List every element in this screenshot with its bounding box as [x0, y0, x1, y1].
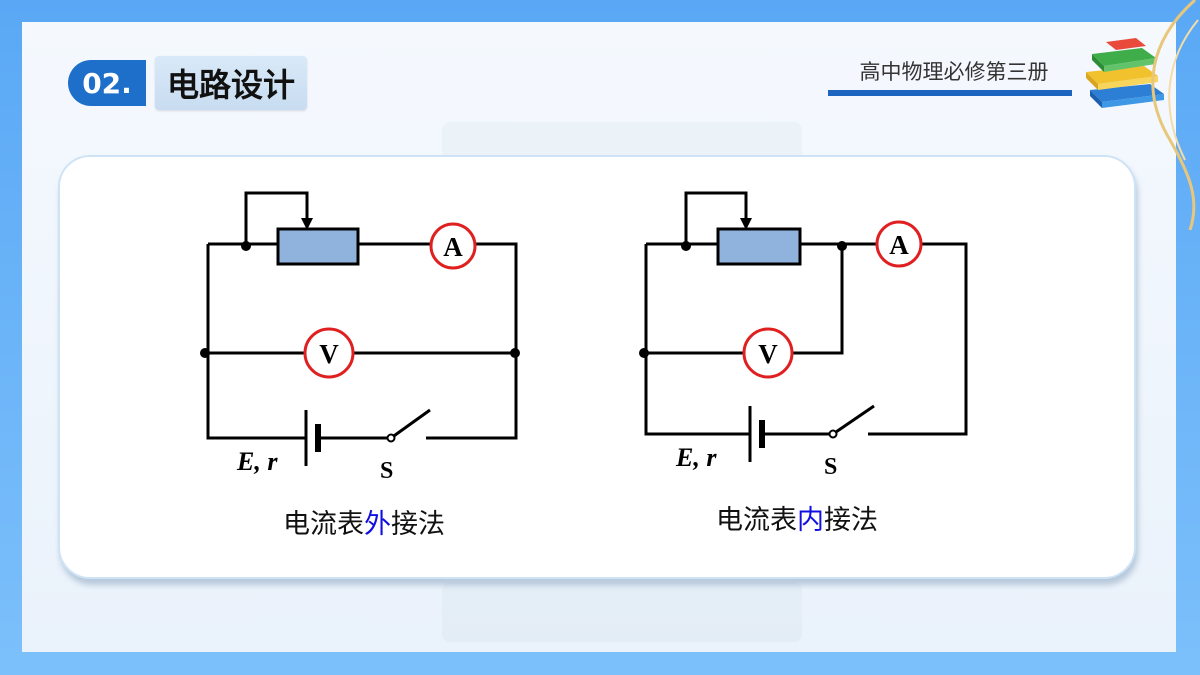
rheostat-slider-arrow-1 [301, 218, 313, 230]
node-dot [639, 348, 649, 358]
caption-external: 电流表外接法 [283, 502, 445, 541]
ammeter-1 [429, 222, 477, 270]
caption-text: 电流表 [283, 509, 364, 540]
source-label: E, r [675, 443, 717, 472]
internal-connection-circuit [644, 191, 968, 436]
node-dot [510, 348, 520, 358]
voltmeter-label: V [758, 339, 778, 369]
books-icon [1086, 38, 1164, 108]
caption-highlight: 内 [797, 505, 824, 536]
voltmeter-label: V [319, 339, 339, 369]
ammeter-label: A [889, 230, 909, 260]
rheostat-2 [716, 227, 802, 266]
node-dot [681, 241, 691, 251]
section-title: 电路设计 [155, 56, 307, 110]
external-connection-circuit [206, 191, 518, 440]
decorative-swirl [1151, 0, 1199, 230]
switch-pivot [828, 429, 838, 439]
voltmeter-2 [742, 327, 794, 379]
node-dot [837, 241, 847, 251]
switch-label: S [824, 454, 837, 480]
caption-text: 电流表 [716, 505, 797, 536]
ammeter-label: A [443, 232, 463, 262]
node-dot [200, 348, 210, 358]
switch-pivot [386, 433, 396, 443]
caption-text: 接法 [391, 509, 445, 540]
content-card [58, 155, 1136, 579]
caption-text: 接法 [824, 505, 878, 536]
node-dot [241, 241, 251, 251]
rheostat-slider-arrow-2 [740, 218, 752, 230]
battery-1 [304, 410, 321, 466]
rheostat-1 [276, 227, 360, 266]
caption-highlight: 外 [364, 509, 391, 540]
caption-internal: 电流表内接法 [716, 498, 878, 537]
switch-label: S [380, 458, 393, 484]
battery-watermark-bottom [442, 582, 802, 642]
voltmeter-1 [303, 327, 355, 379]
section-number-badge: 02. [68, 60, 146, 106]
book-title: 高中物理必修第三册 [859, 60, 1049, 84]
battery-2 [748, 406, 765, 462]
book-title-underline [828, 90, 1072, 96]
ammeter-2 [875, 220, 923, 268]
source-label: E, r [236, 447, 278, 476]
